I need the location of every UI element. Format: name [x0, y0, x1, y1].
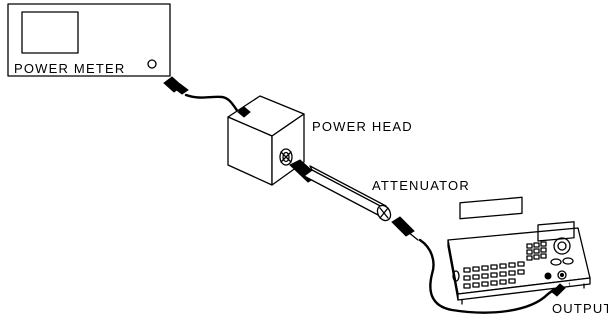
adapter-connector	[391, 216, 419, 241]
attenuator-lower-port	[376, 204, 392, 222]
power-meter-display	[21, 11, 79, 54]
output-label: OUTPUT	[552, 301, 608, 316]
generator-buttons	[463, 261, 525, 289]
power-meter-knob	[147, 59, 157, 69]
power-head-label: POWER HEAD	[312, 119, 413, 134]
attenuator: ATTENUATOR	[289, 159, 470, 222]
generator-power-switch	[452, 270, 460, 282]
generator-output-connector: 1	[537, 221, 575, 289]
generator-output-badge: 1	[568, 283, 572, 289]
output-cable-plug	[551, 283, 566, 297]
function-generator: 1 OUTPUT	[447, 196, 608, 316]
generator-keypad	[526, 241, 547, 261]
power-meter-body	[7, 3, 171, 77]
power-meter: POWER METER	[7, 3, 171, 77]
generator-knob	[553, 237, 571, 255]
power-head-port	[279, 148, 293, 166]
output-cable	[418, 238, 558, 314]
power-meter-label: POWER METER	[14, 61, 125, 76]
meter-input-connector	[163, 76, 189, 95]
generator-display	[459, 196, 523, 220]
attenuator-label: ATTENUATOR	[372, 178, 470, 193]
